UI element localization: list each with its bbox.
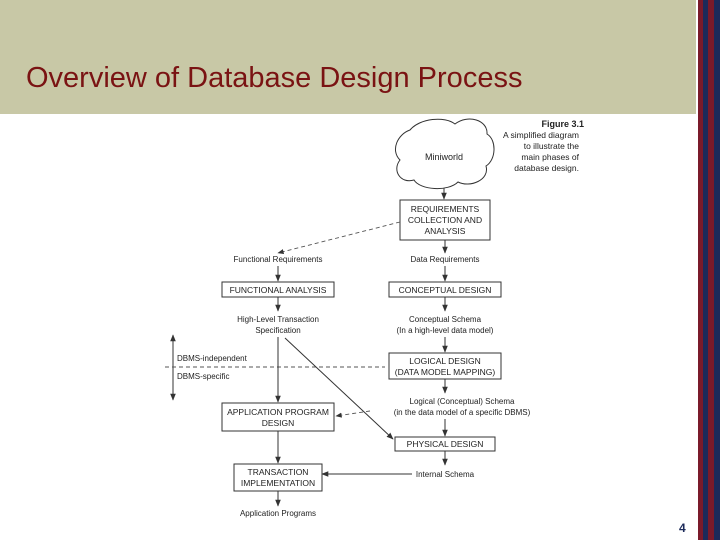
transaction-implementation-box	[233, 463, 323, 492]
page-number: 4	[679, 521, 686, 535]
functional-requirements-label: Functional Requirements	[234, 255, 323, 264]
logical-design-line-1: LOGICAL DESIGN	[409, 356, 480, 366]
figure-caption-line-4: database design.	[514, 163, 579, 173]
dbms-specific-label: DBMS-specific	[177, 372, 229, 381]
requirements-line-1: REQUIREMENTS	[411, 204, 480, 214]
arrow-to-functional-requirements	[277, 221, 401, 255]
conceptual-design-label: CONCEPTUAL DESIGN	[399, 285, 492, 295]
decorative-stripes	[696, 0, 720, 540]
figure-caption-line-1: A simplified diagram	[503, 130, 579, 140]
logical-schema-line-1: Logical (Conceptual) Schema	[410, 397, 515, 406]
logical-schema-line-2: (in the data model of a specific DBMS)	[394, 408, 531, 417]
miniworld-cloud	[395, 118, 495, 189]
stripe-navy-2	[714, 0, 720, 540]
stripe-maroon-2	[708, 0, 714, 540]
arrow-schema-to-application-design	[335, 410, 371, 418]
application-programs-label: Application Programs	[240, 509, 316, 518]
stripe-navy-1	[703, 0, 708, 540]
internal-schema-label: Internal Schema	[416, 470, 475, 479]
figure-caption-line-2: to illustrate the	[524, 141, 580, 151]
high-level-spec-line-1: High-Level Transaction	[237, 315, 319, 324]
figure-caption-line-3: main phases of	[521, 152, 579, 162]
application-program-design-box	[221, 402, 335, 432]
slide-title: Overview of Database Design Process	[26, 62, 523, 94]
application-design-line-1: APPLICATION PROGRAM	[227, 407, 329, 417]
conceptual-schema-line-2: (In a high-level data model)	[397, 326, 494, 335]
figure-label: Figure 3.1	[541, 119, 584, 129]
functional-analysis-label: FUNCTIONAL ANALYSIS	[230, 285, 327, 295]
requirements-line-3: ANALYSIS	[425, 226, 466, 236]
stripe-maroon-1	[698, 0, 703, 540]
miniworld-label: Miniworld	[425, 152, 463, 162]
database-design-diagram: Figure 3.1 A simplified diagram to illus…	[165, 118, 584, 518]
title-band	[0, 0, 696, 114]
transaction-impl-line-1: TRANSACTION	[248, 467, 309, 477]
high-level-spec-line-2: Specification	[255, 326, 300, 335]
arrow-spec-to-physical-design	[284, 337, 394, 440]
transaction-impl-line-2: IMPLEMENTATION	[241, 478, 315, 488]
conceptual-schema-line-1: Conceptual Schema	[409, 315, 482, 324]
physical-design-label: PHYSICAL DESIGN	[407, 439, 484, 449]
requirements-collection-box	[399, 199, 491, 241]
requirements-line-2: COLLECTION AND	[408, 215, 482, 225]
application-design-line-2: DESIGN	[262, 418, 295, 428]
data-requirements-label: Data Requirements	[411, 255, 480, 264]
dbms-independent-label: DBMS-independent	[177, 354, 248, 363]
logical-design-line-2: (DATA MODEL MAPPING)	[395, 367, 496, 377]
